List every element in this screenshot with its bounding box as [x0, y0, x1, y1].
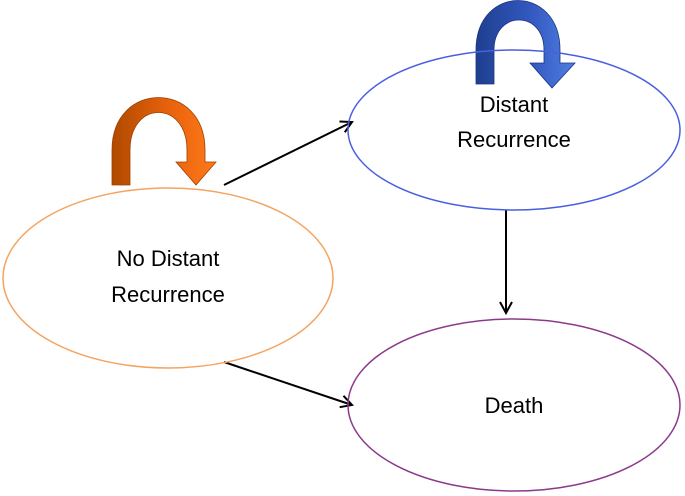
self-loop-arrow-distant-recurrence	[475, 0, 576, 89]
transition-arrow-no-distant-to-death	[223, 361, 352, 405]
state-death: Death	[347, 318, 681, 492]
state-label-no-distant-line2: Recurrence	[111, 282, 225, 307]
self-loop-arrow-no-distant-recurrence	[111, 97, 217, 186]
state-label-distant-line2: Recurrence	[457, 127, 571, 152]
transition-arrow-no-distant-to-distant	[223, 122, 352, 186]
state-ellipse-death	[347, 318, 681, 492]
state-no-distant-recurrence: No Distant Recurrence	[2, 187, 334, 369]
state-ellipse-distant-recurrence	[347, 49, 681, 211]
state-ellipse-no-distant-recurrence	[2, 187, 334, 369]
state-label-no-distant-line1: No Distant	[117, 246, 220, 271]
state-label-death: Death	[485, 393, 544, 418]
state-label-distant-line1: Distant	[480, 92, 548, 117]
state-distant-recurrence: Distant Recurrence	[347, 49, 681, 211]
